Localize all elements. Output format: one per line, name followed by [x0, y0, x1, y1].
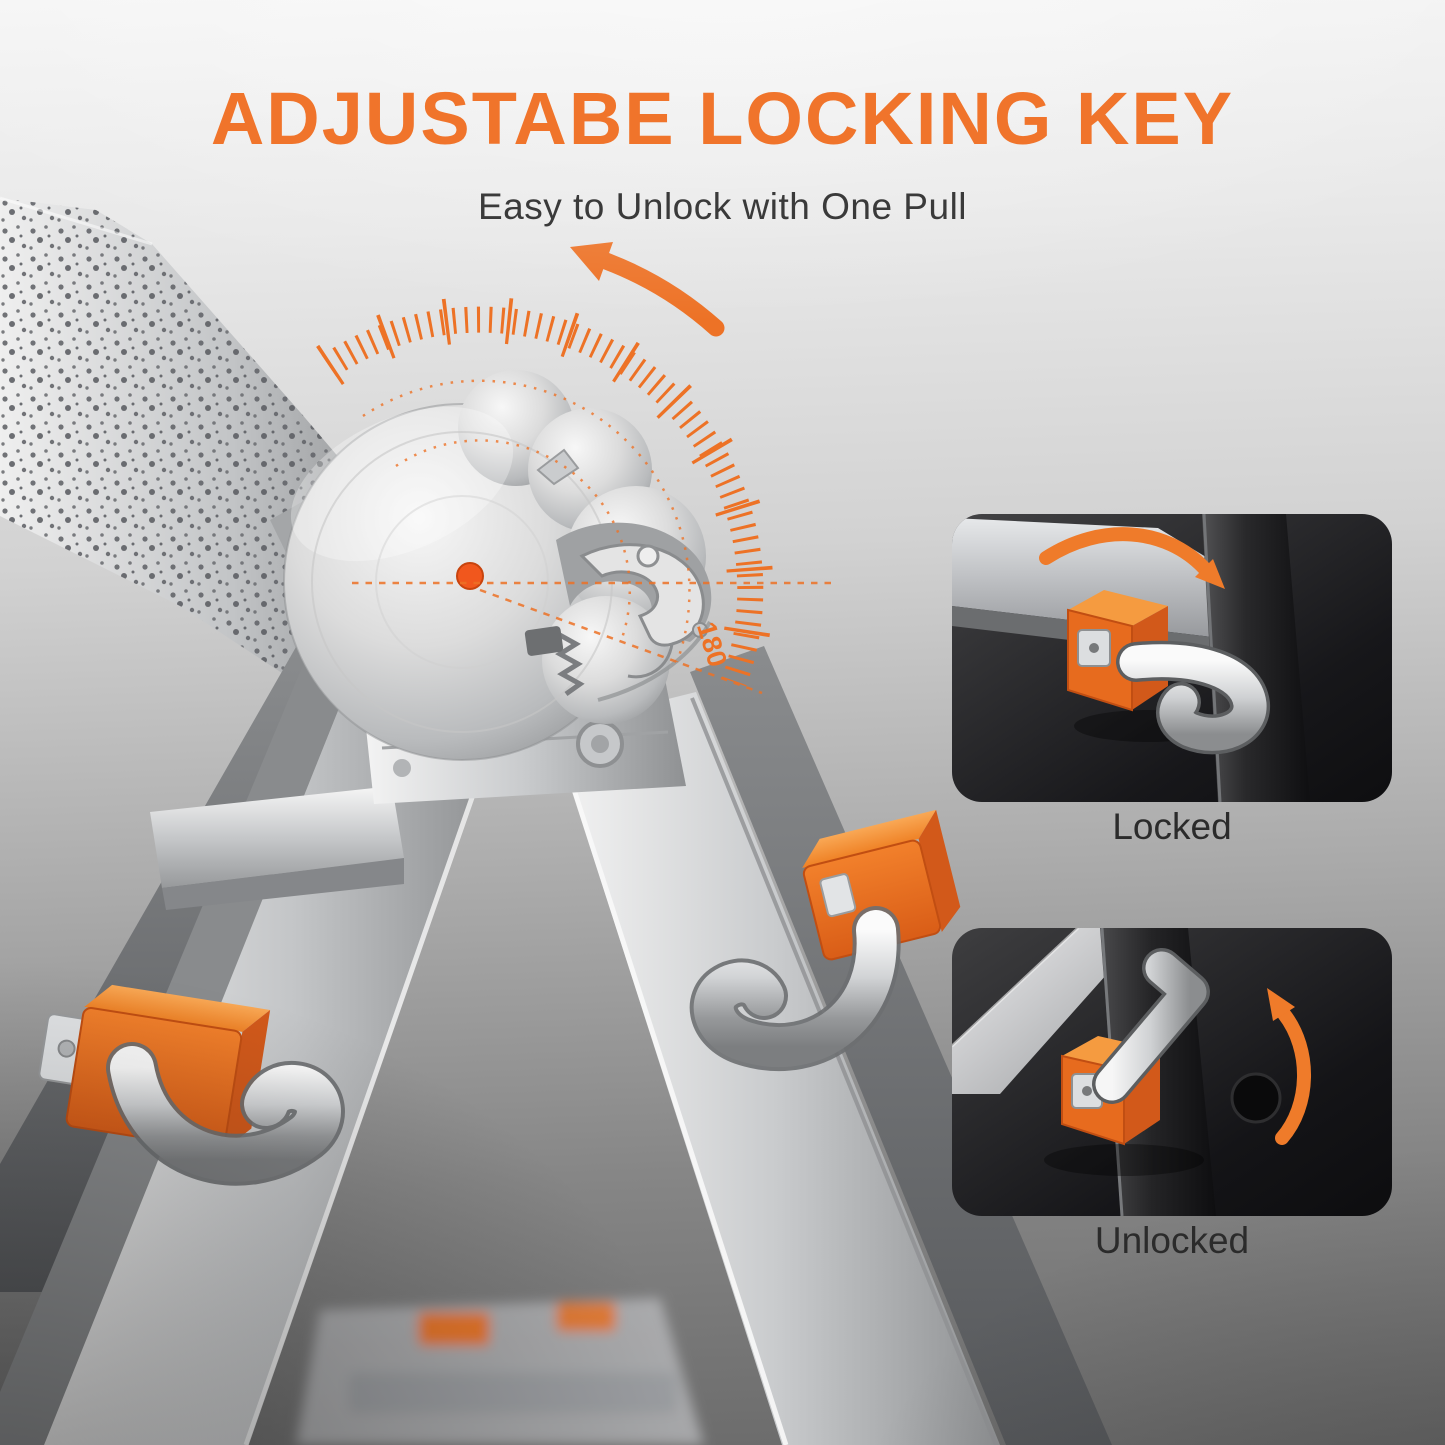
inset-unlocked-label: Unlocked	[1094, 1220, 1250, 1261]
bottom-steps	[296, 1298, 704, 1445]
page-subtitle: Easy to Unlock with One Pull	[477, 186, 968, 227]
dial-angle-label: 180	[691, 618, 733, 670]
inset-locked	[952, 514, 1392, 802]
page-title: ADJUSTABE LOCKING KEY	[210, 77, 1235, 160]
locked-detail-illustration	[952, 514, 1392, 802]
rotation-arrow-icon	[570, 242, 725, 337]
pivot-center-dot	[456, 562, 484, 590]
latch-screw	[636, 544, 660, 568]
inset-locked-label: Locked	[1112, 806, 1232, 847]
inset2-pin-hole	[1230, 1072, 1282, 1124]
unlocked-detail-illustration	[952, 928, 1392, 1216]
inset-unlocked	[952, 928, 1392, 1216]
hinge-plate	[283, 370, 712, 761]
